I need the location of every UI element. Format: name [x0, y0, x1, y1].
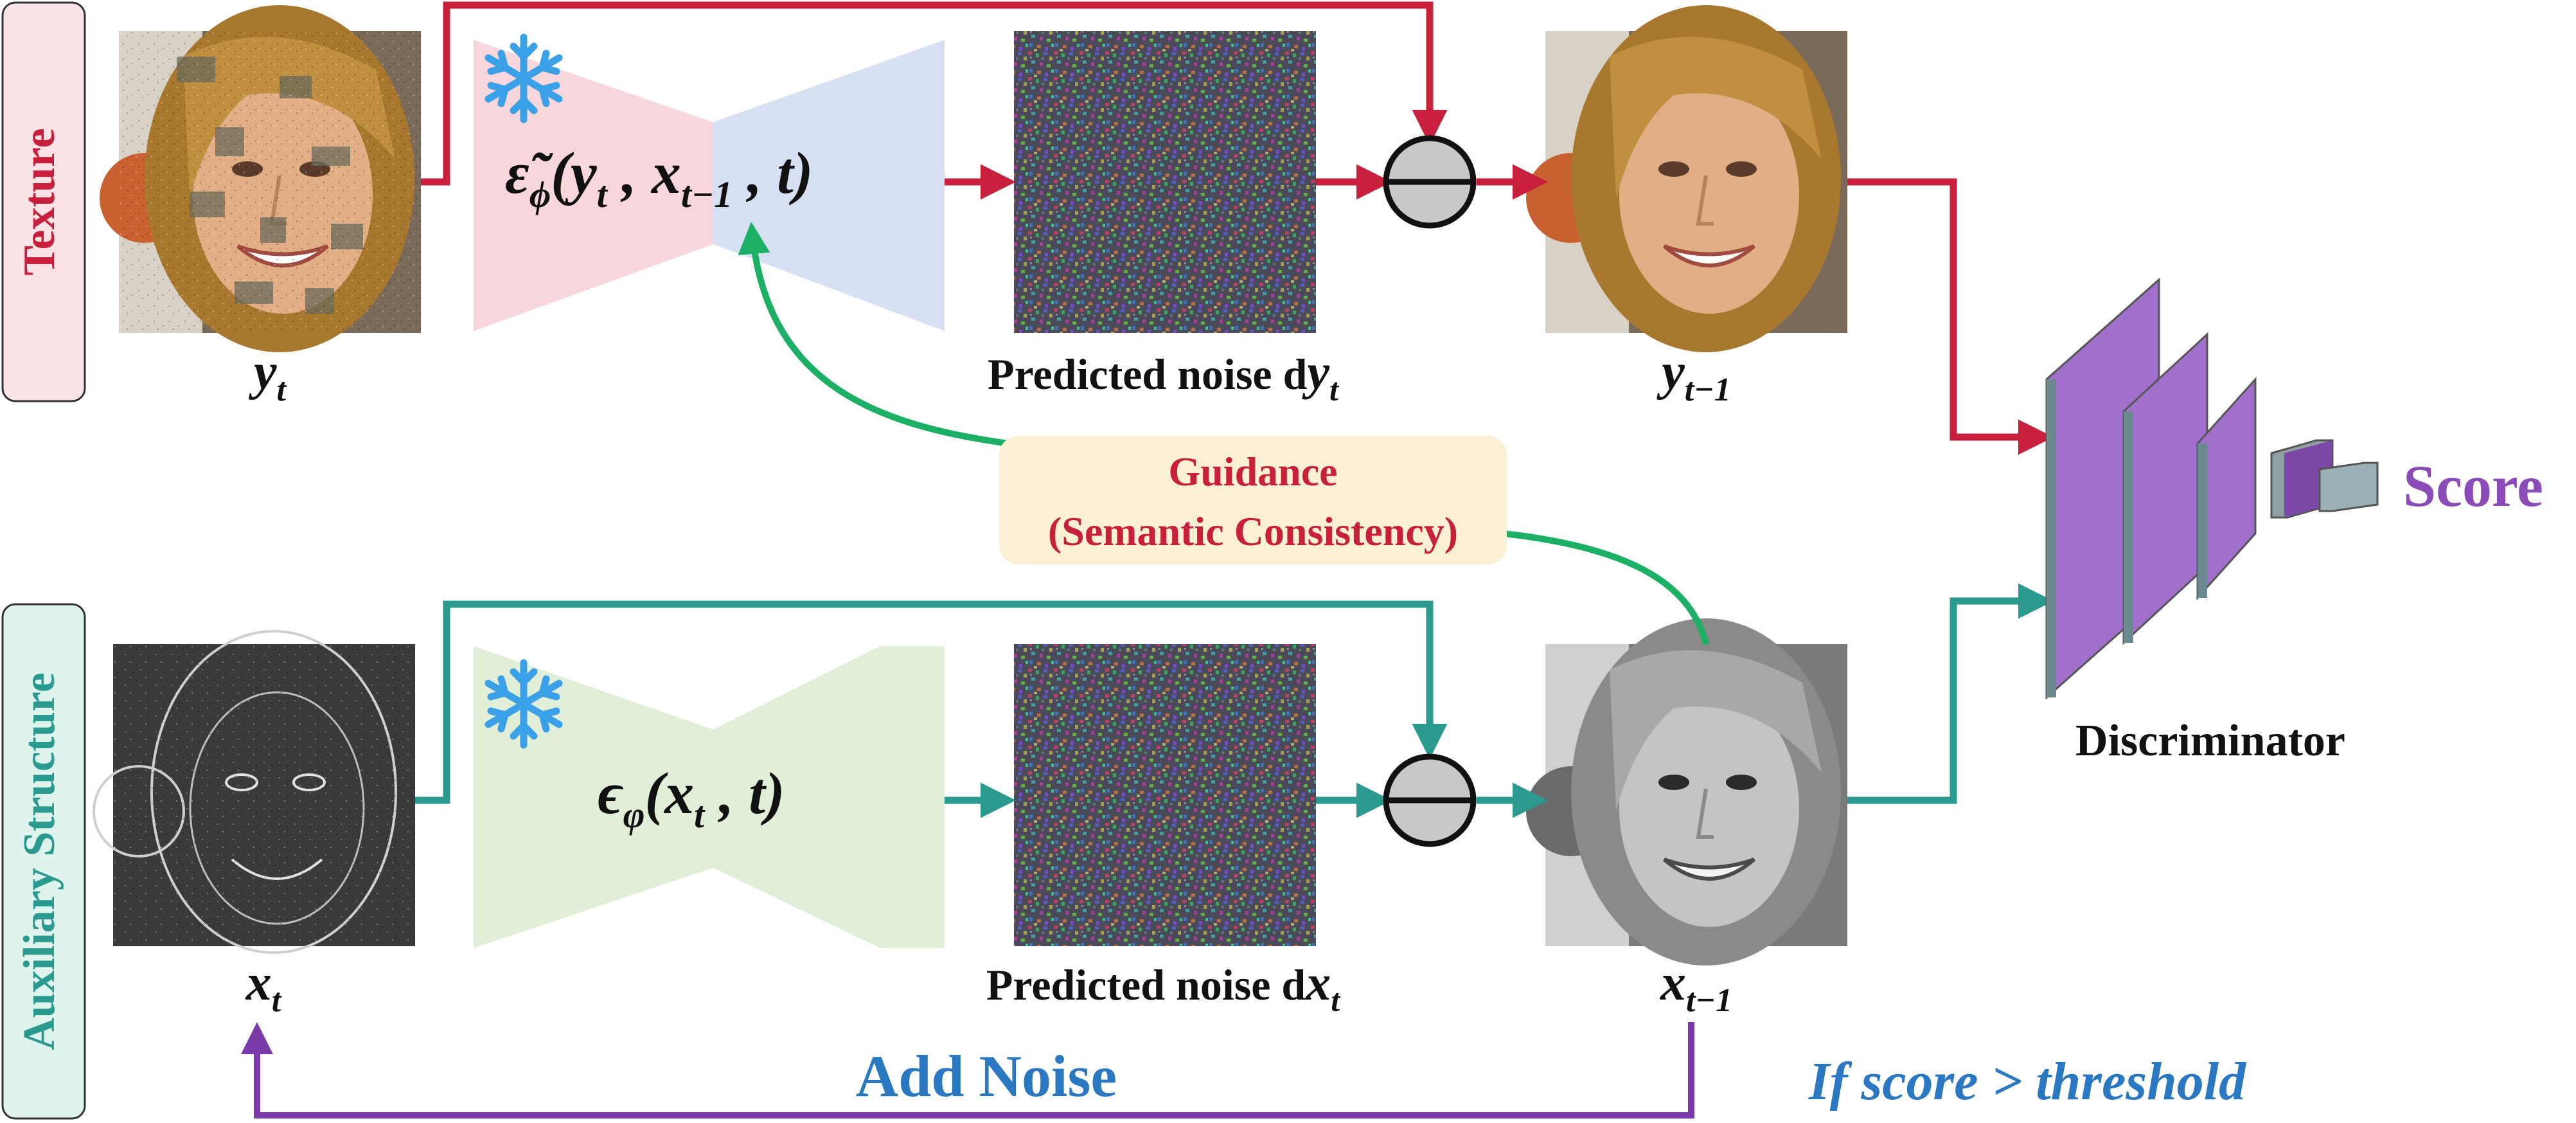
texture-model-formula: ε̃ϕ(yt , xt−1 , t): [505, 140, 813, 215]
structure-denoiser-model: ϵφ(xt , t): [474, 646, 945, 948]
guidance-title: Guidance: [1168, 449, 1337, 494]
texture-predicted-noise-image: [1014, 31, 1316, 333]
discriminator-label: Discriminator: [2075, 716, 2345, 766]
structure-row-label: Auxiliary Structure: [1, 603, 86, 1120]
structure-label: Auxiliary Structure: [15, 672, 64, 1050]
texture-subtract-operator: [1383, 135, 1477, 229]
score-label: Score: [2403, 453, 2543, 519]
texture-denoiser-model: ε̃ϕ(yt , xt−1 , t): [474, 37, 945, 331]
texture-noise-label: Predicted noise dyt: [988, 344, 1340, 408]
discriminator-network: [2045, 277, 2379, 700]
texture-flow-arrows: [421, 1, 2054, 455]
texture-label: Texture: [15, 128, 64, 275]
structure-input-image: [93, 630, 415, 954]
add-noise-label: Add Noise: [856, 1043, 1117, 1109]
structure-output-label: xt−1: [1660, 955, 1732, 1019]
texture-row-label: Texture: [1, 1, 86, 402]
structure-input-label: xt: [245, 955, 282, 1019]
structure-output-image: [1526, 618, 1847, 966]
structure-flow-arrows: [415, 583, 2054, 818]
guidance-box: Guidance (Semantic Consistency): [999, 436, 1507, 564]
structure-model-formula: ϵφ(xt , t): [598, 760, 785, 836]
score-threshold-condition: If score > threshold: [1808, 1052, 2247, 1111]
guidance-subtitle: (Semantic Consistency): [1048, 508, 1458, 554]
add-noise-feedback-arrow: [241, 1022, 1694, 1119]
texture-output-label: yt−1: [1656, 344, 1730, 408]
guidance-arrow: [738, 222, 1709, 645]
structure-subtract-operator: [1383, 753, 1477, 847]
structure-noise-label: Predicted noise dxt: [986, 955, 1341, 1018]
structure-predicted-noise-image: [1014, 644, 1316, 946]
texture-output-image: [1526, 5, 1847, 352]
texture-input-image: [100, 5, 421, 352]
texture-input-label: yt: [248, 344, 287, 408]
